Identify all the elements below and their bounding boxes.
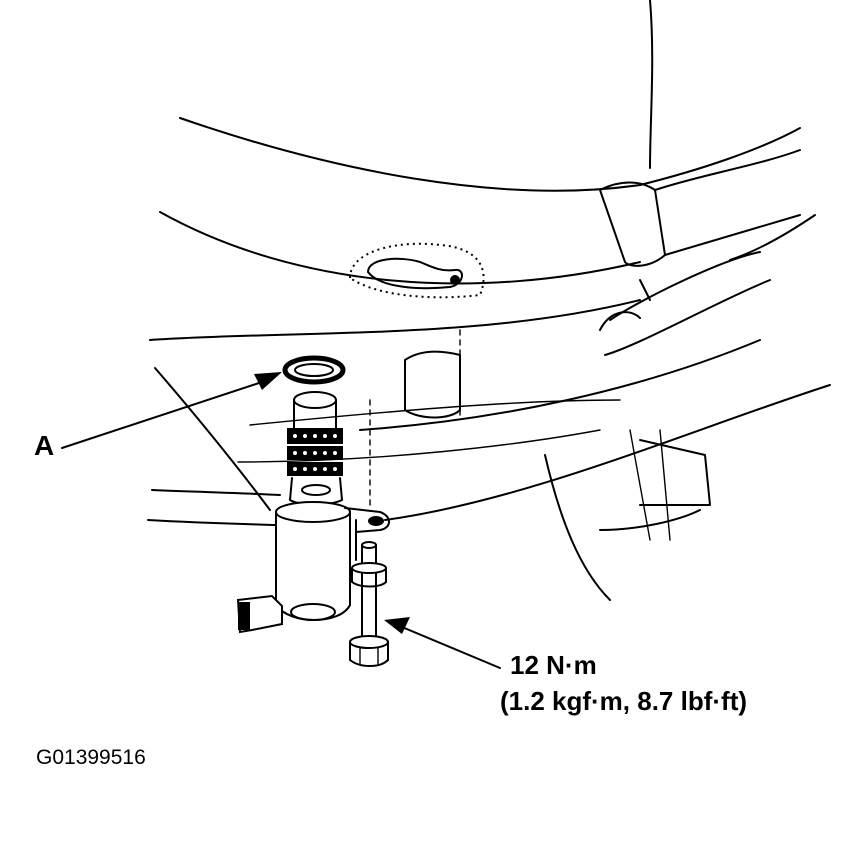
figure-id: G01399516 (36, 746, 146, 769)
mounting-hole-detail (348, 242, 485, 299)
bracket-housing (404, 350, 711, 541)
o-ring-part-a (282, 355, 346, 385)
engine-background-outline (147, 0, 831, 601)
arrow-head-a (254, 372, 282, 390)
hose-clamp-drawing (599, 149, 801, 356)
callout-label-a: A (34, 430, 55, 461)
mounting-bolt (349, 541, 389, 667)
torque-spec-primary: 12 N·m (510, 650, 597, 680)
arrow-head-bolt (384, 617, 410, 634)
torque-spec-secondary: (1.2 kgf·m, 8.7 lbf·ft) (500, 686, 748, 716)
alignment-guides (369, 329, 461, 511)
solenoid-valve (236, 391, 390, 634)
leader-arrows (61, 372, 501, 669)
